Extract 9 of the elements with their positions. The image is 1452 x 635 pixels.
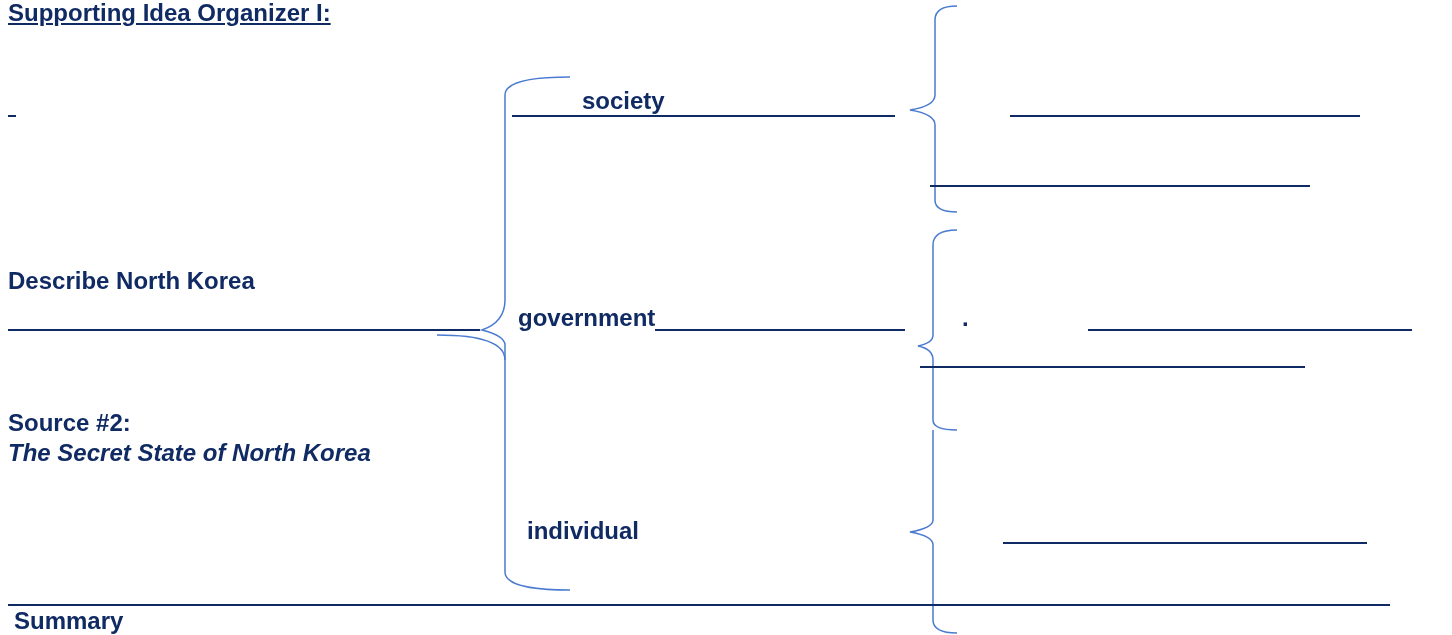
source-title: The Secret State of North Korea bbox=[8, 440, 371, 466]
source-label: Source #2: bbox=[8, 410, 131, 436]
punctuation-mark: . bbox=[962, 305, 969, 331]
heading: Supporting Idea Organizer I: bbox=[8, 0, 331, 26]
heading: Summary bbox=[14, 608, 124, 634]
prompt-text: Describe North Korea bbox=[8, 268, 255, 294]
word-label: individual bbox=[527, 518, 639, 544]
word-label: society bbox=[582, 88, 665, 114]
word-label: government bbox=[518, 305, 656, 331]
